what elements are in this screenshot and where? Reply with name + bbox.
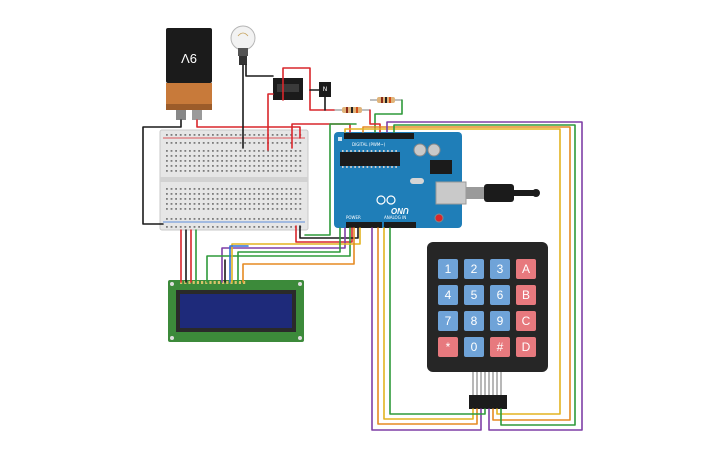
keypad-key-0-2[interactable]: 3 (490, 259, 510, 279)
keypad-key-2-3[interactable]: C (516, 311, 536, 331)
keypad-key-0-3[interactable]: A (516, 259, 536, 279)
usb-cable[interactable] (466, 184, 540, 202)
keypad-key-label: C (522, 314, 531, 328)
keypad-key-label: 7 (445, 314, 452, 328)
keypad-key-label: 8 (471, 314, 478, 328)
transistor-body (319, 82, 331, 97)
wire-purple-top (386, 121, 583, 431)
capacitor-1 (413, 143, 427, 157)
keypad-key-label: * (446, 340, 451, 354)
keypad-key-3-2[interactable]: # (490, 337, 510, 357)
wire-green-top (393, 124, 576, 426)
keypad-key-2-1[interactable]: 8 (464, 311, 484, 331)
wire-lcd-9 (237, 227, 341, 283)
digital-header (344, 133, 414, 139)
lcd-pin-header (180, 281, 246, 284)
bulb-glass (230, 25, 256, 51)
wire-green-left (304, 123, 357, 236)
battery-label: 9V (181, 51, 197, 66)
breadboard[interactable] (159, 129, 309, 231)
bulb-base (238, 48, 248, 56)
resistor-1[interactable] (334, 107, 370, 113)
keypad-key-label: 4 (445, 288, 452, 302)
capacitor-2 (427, 143, 441, 157)
keypad-ribbon (472, 372, 502, 395)
keypad-key-label: D (522, 340, 531, 354)
keypad-key-1-1[interactable]: 5 (464, 285, 484, 305)
wire-relay-red-3 (291, 123, 351, 149)
wire-lcd-8 (231, 227, 361, 283)
keypad-key-label: 1 (445, 262, 452, 276)
keypad-key-3-3[interactable]: D (516, 337, 536, 357)
wire-bulb-relay (245, 64, 274, 77)
battery-body-bottom (166, 83, 212, 107)
battery-9v[interactable]: 9V (166, 28, 212, 120)
battery-terminal-left (176, 110, 186, 120)
atmega-chip (340, 152, 400, 166)
wire-purple-bottom (371, 227, 482, 431)
transistor-label: N (323, 86, 328, 93)
wire-yellow-top (344, 128, 561, 415)
arduino-model-label: UNO (390, 206, 409, 215)
wire-lcd-7 (206, 227, 351, 283)
wire-orange-bottom (377, 227, 478, 425)
power-label: POWER (346, 215, 361, 220)
resistor-2[interactable] (370, 97, 402, 103)
keypad-key-label: B (522, 288, 530, 302)
keypad-key-1-2[interactable]: 6 (490, 285, 510, 305)
arduino-logo (376, 195, 396, 205)
wire-black-ard-bb (299, 225, 359, 239)
wire-lcd-11 (229, 245, 249, 283)
analog-header (384, 222, 416, 228)
lcd-screen (180, 294, 292, 328)
reset-button[interactable] (434, 213, 444, 223)
wire-green-bottom (389, 227, 486, 415)
wire-battery-pos (196, 119, 301, 139)
keypad-key-label: 6 (497, 288, 504, 302)
wire-resistor-green (374, 99, 403, 133)
transistor[interactable]: N (319, 82, 331, 97)
wire-relay-red-2 (267, 93, 274, 151)
digital-label: DIGITAL (PWM~) (352, 142, 386, 147)
keypad-key-label: 5 (471, 288, 478, 302)
wire-battery-neg (142, 119, 182, 225)
battery-body-top (166, 28, 212, 83)
keypad-key-label: A (522, 262, 530, 276)
keypad-4x4[interactable]: 1 2 3 A 4 5 6 B 7 8 9 C * 0 # D (427, 242, 548, 409)
wire-resistor-red (369, 109, 381, 133)
wires (142, 64, 583, 431)
keypad-key-1-0[interactable]: 4 (438, 285, 458, 305)
wire-orange-top (362, 126, 571, 421)
keypad-key-label: 3 (497, 262, 504, 276)
keypad-key-label: 2 (471, 262, 478, 276)
keypad-key-label: # (497, 340, 504, 354)
usb-plug (484, 184, 514, 202)
keypad-key-0-0[interactable]: 1 (438, 259, 458, 279)
battery-terminal-right (192, 110, 202, 120)
keypad-key-0-1[interactable]: 2 (464, 259, 484, 279)
keypad-key-label: 0 (471, 340, 478, 354)
keypad-key-2-2[interactable]: 9 (490, 311, 510, 331)
keypad-key-2-0[interactable]: 7 (438, 311, 458, 331)
keypad-key-1-3[interactable]: B (516, 285, 536, 305)
keypad-key-3-1[interactable]: 0 (464, 337, 484, 357)
breadboard-center-channel (160, 177, 308, 182)
light-bulb[interactable] (230, 25, 256, 65)
keypad-connector (469, 395, 507, 409)
keypad-key-3-0[interactable]: * (438, 337, 458, 357)
wire-lcd-6 (221, 227, 346, 283)
power-header (346, 222, 382, 228)
wire-lcd-10 (242, 227, 355, 283)
analog-label: ANALOG IN (384, 215, 406, 220)
keypad-key-label: 9 (497, 314, 504, 328)
power-jack (430, 160, 452, 174)
wire-relay-red-1 (282, 67, 335, 111)
arduino-uno[interactable]: DIGITAL (PWM~) UNO POWER ANALOG IN (334, 132, 467, 228)
usb-port (435, 181, 467, 205)
wire-red-ard-bb (295, 225, 353, 243)
relay[interactable] (273, 78, 303, 100)
lcd-display[interactable] (168, 280, 304, 342)
